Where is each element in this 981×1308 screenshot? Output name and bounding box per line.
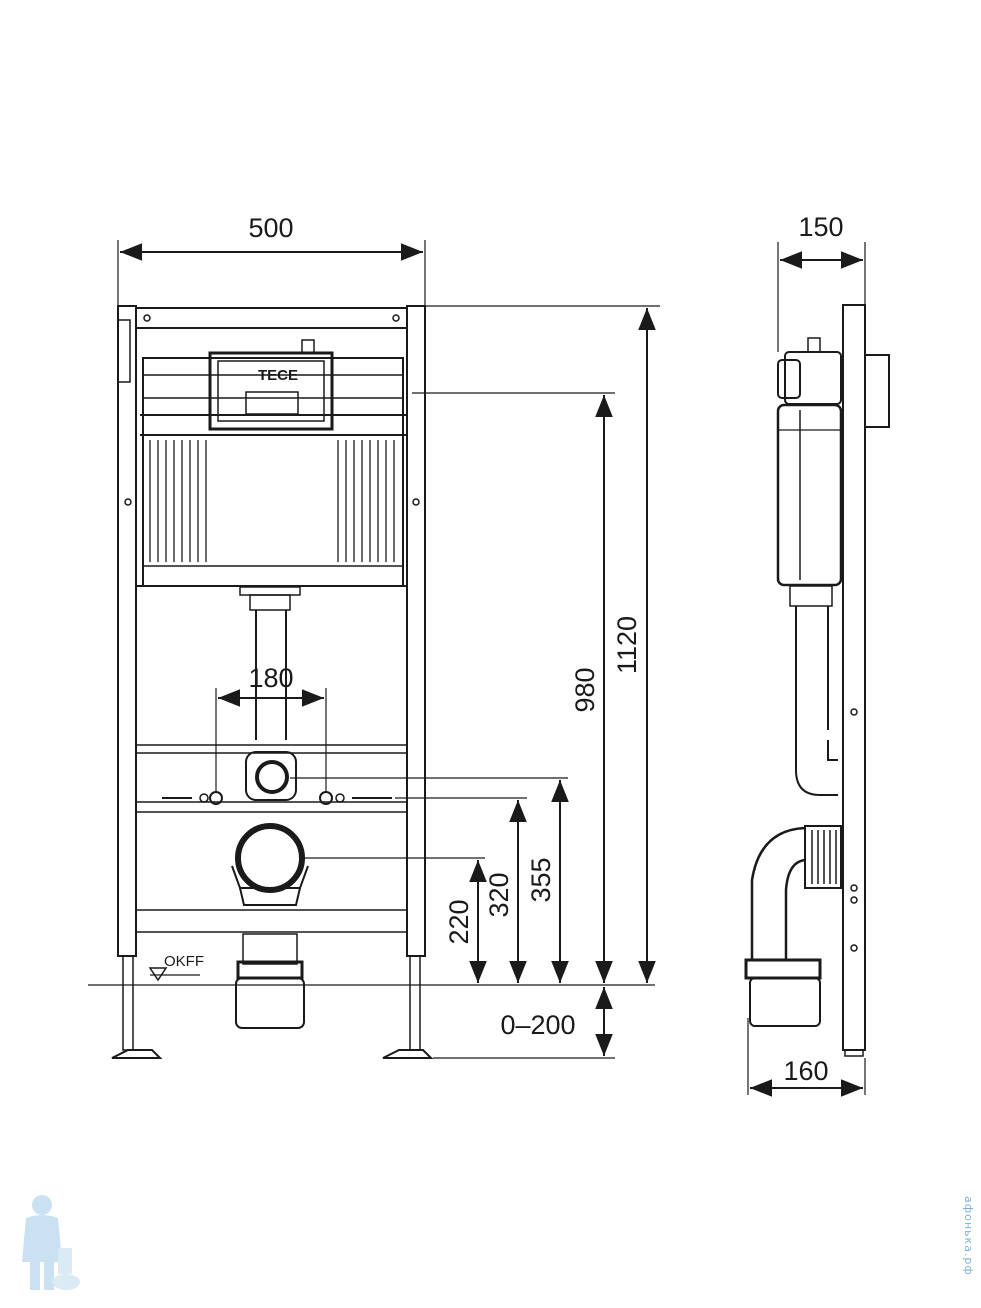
dim-height-355: 355 xyxy=(526,857,556,902)
dim-height-320: 320 xyxy=(484,872,514,917)
dim-width-500: 500 xyxy=(248,213,293,243)
dim-height-220: 220 xyxy=(444,899,474,944)
dim-depth-160: 160 xyxy=(783,1056,828,1086)
dim-height-1120: 1120 xyxy=(612,616,642,674)
dim-spacing-180: 180 xyxy=(248,663,293,693)
plumber-logo xyxy=(22,1195,80,1290)
floor-level-label: OKFF xyxy=(164,953,204,970)
side-view xyxy=(744,304,890,1057)
dim-depth-150: 150 xyxy=(798,212,843,242)
brand-plate-label: TECE xyxy=(258,367,298,384)
front-view: TECE xyxy=(88,305,655,1059)
side-dimensions: 150 160 xyxy=(747,212,866,1097)
dim-leg-adjust: 0–200 xyxy=(500,1010,575,1040)
watermark-text: афонька.рф xyxy=(962,1196,975,1276)
front-dimensions: 500 1120 980 355 320 220 0–200 180 xyxy=(117,213,660,1059)
dim-height-980: 980 xyxy=(570,667,600,712)
